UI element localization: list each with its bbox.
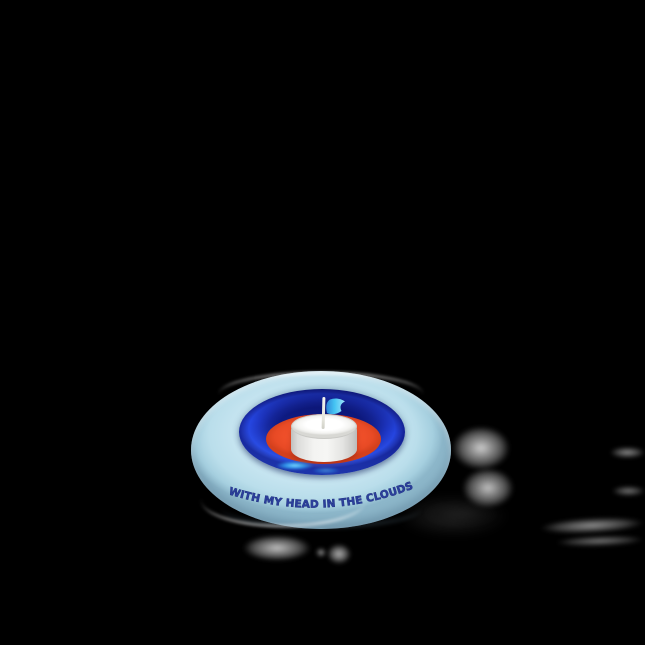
- shadow-wisp: [452, 426, 510, 470]
- gloss-highlight: [312, 467, 340, 474]
- shadow-wisp: [327, 544, 351, 564]
- engraving-textpath: WITH MY HEAD IN THE CLOUDS: [227, 480, 415, 511]
- engraving-text: WITH MY HEAD IN THE CLOUDS: [227, 480, 415, 511]
- shadow-wisp: [316, 548, 326, 557]
- candle-holder: WITH MY HEAD IN THE CLOUDS: [191, 371, 451, 529]
- shadow-wisp: [610, 447, 645, 458]
- outer-ring-under-edge: [221, 489, 421, 528]
- shadow-wisp: [243, 535, 311, 561]
- shadow-wisp: [555, 534, 645, 548]
- flame-charm-icon: [326, 398, 345, 415]
- gloss-highlight: [276, 461, 314, 470]
- cast-shadow-core: [425, 503, 497, 525]
- shadow-wisp: [612, 486, 645, 496]
- shadow-wisp: [539, 515, 645, 536]
- outer-ring-top-highlight: [219, 372, 423, 416]
- shadow-wisp: [462, 468, 514, 508]
- svg-text:WITH MY HEAD IN THE CLOUDS: WITH MY HEAD IN THE CLOUDS: [227, 480, 415, 511]
